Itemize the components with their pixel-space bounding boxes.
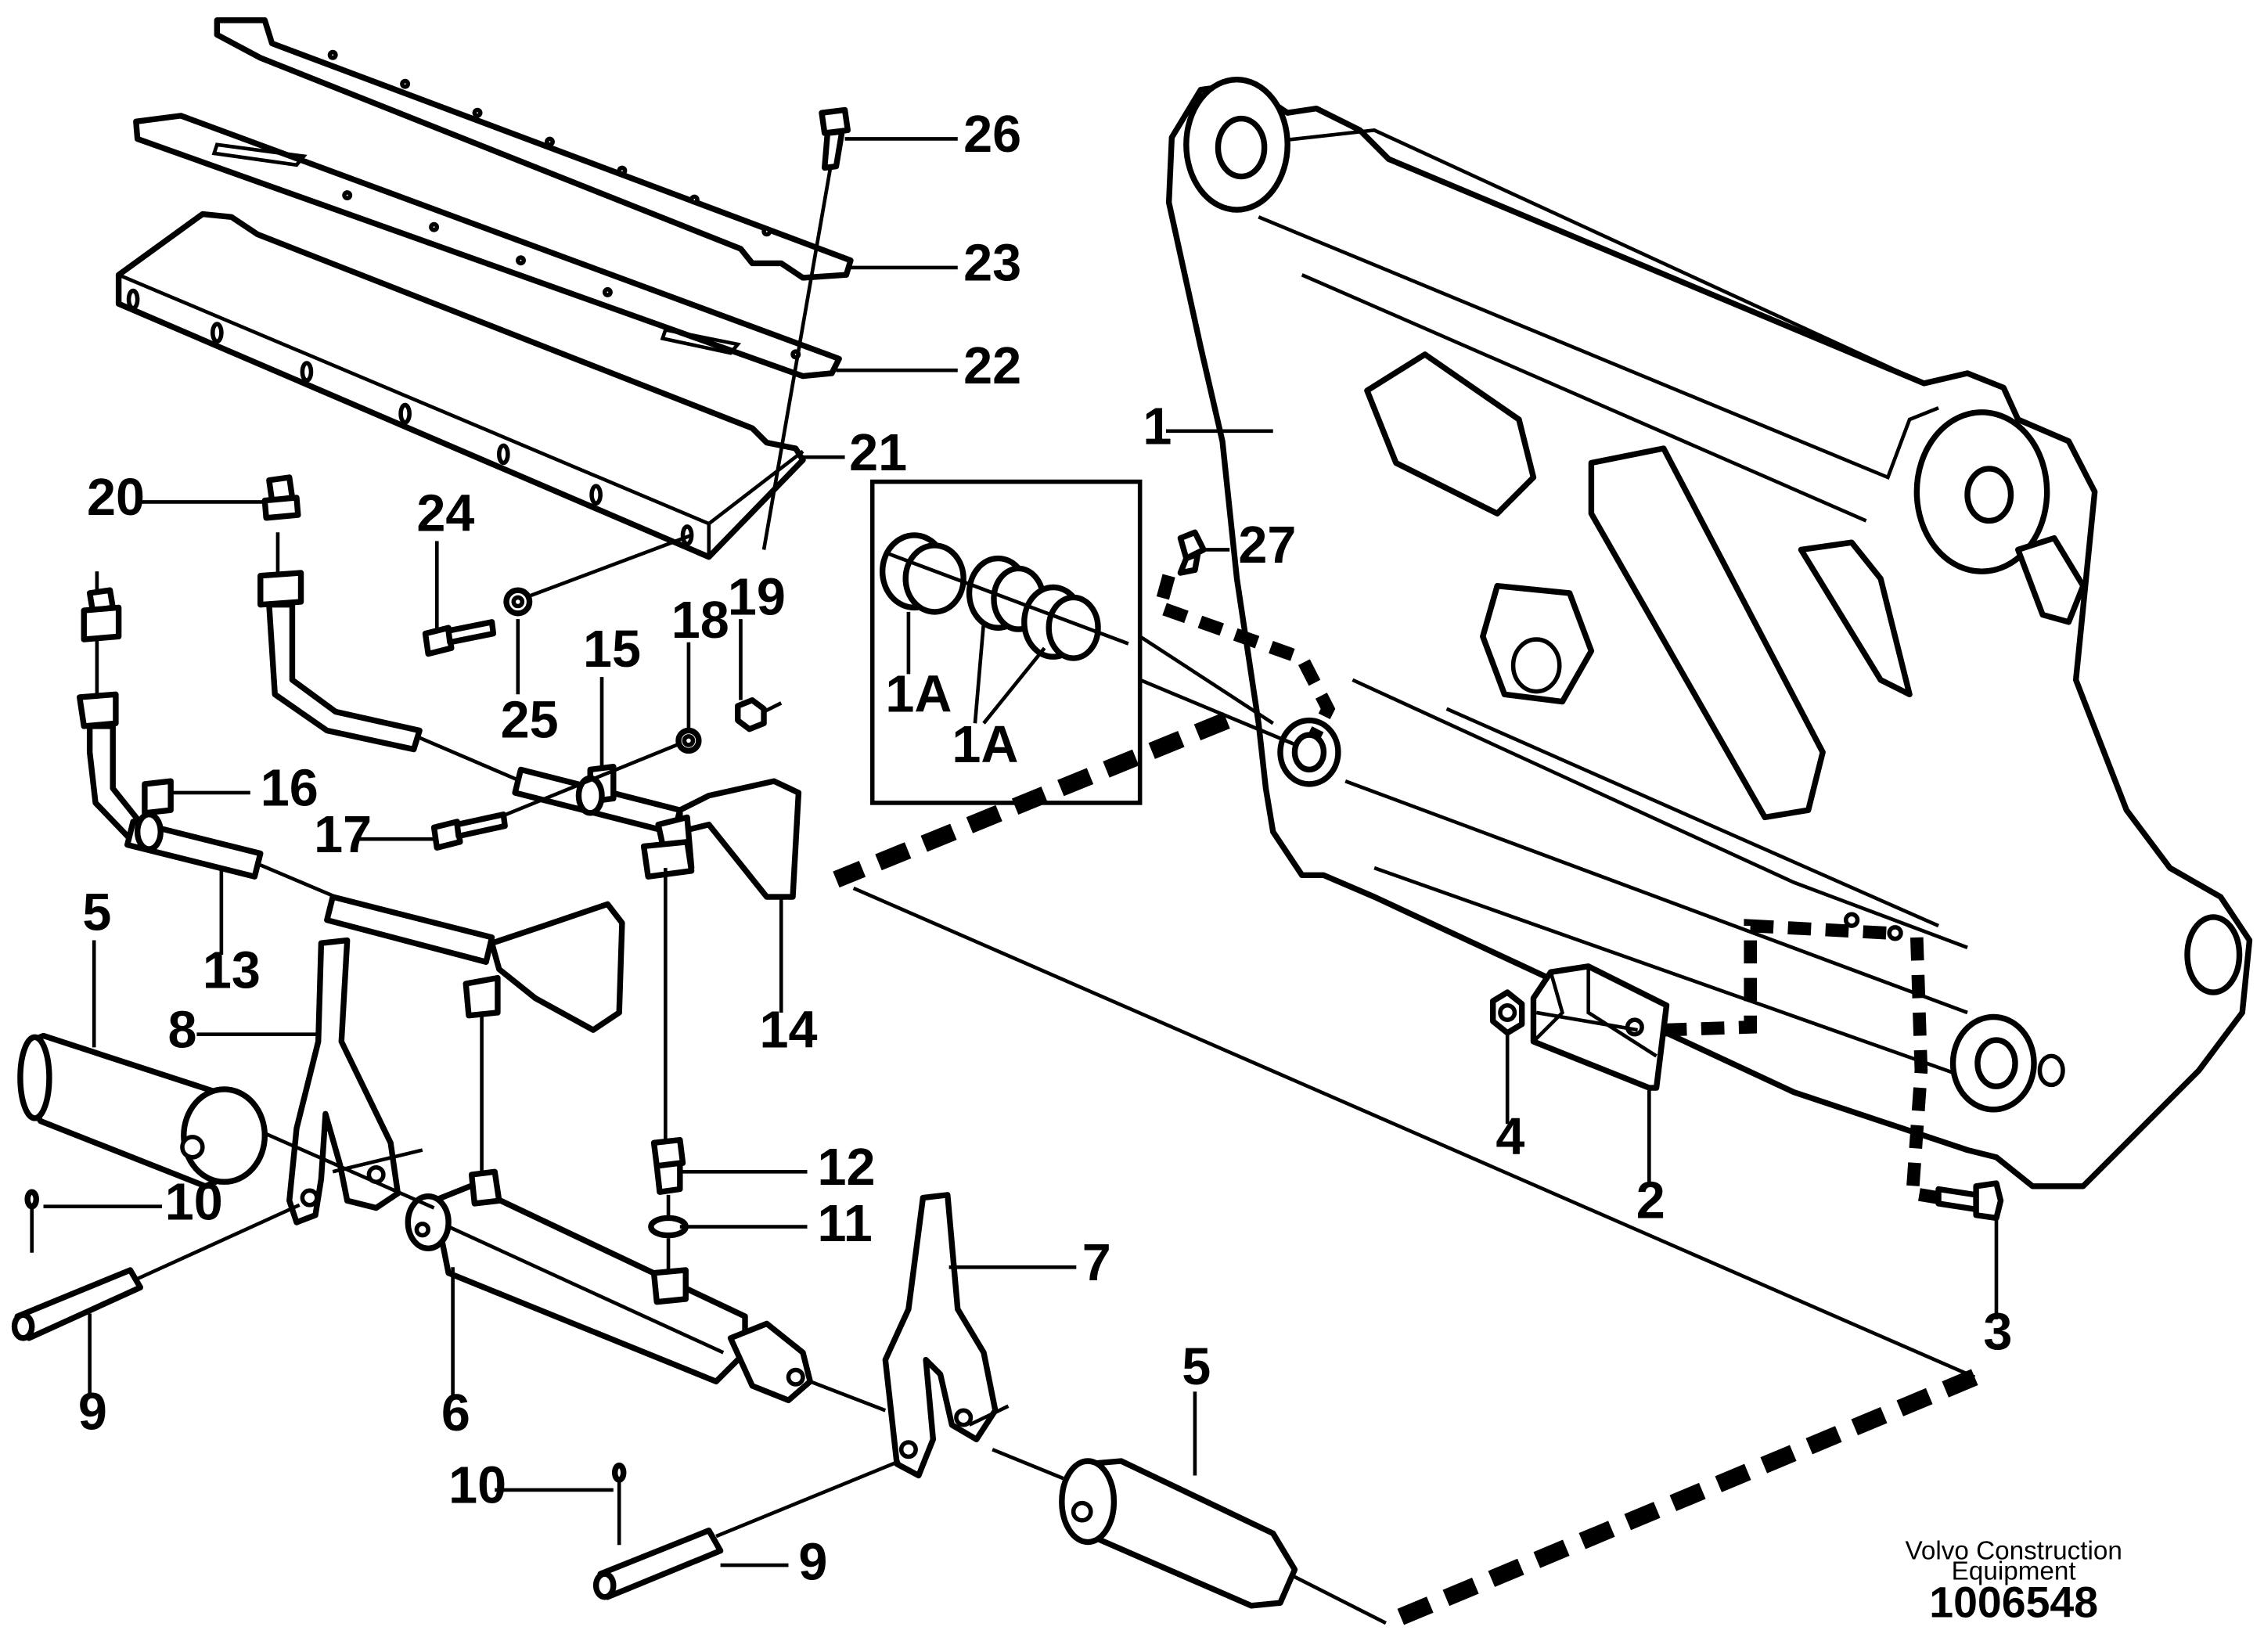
hose-13	[77, 691, 495, 965]
pin-9-right	[592, 1528, 724, 1600]
brand-line-2: Equipment	[1952, 1557, 2076, 1586]
callout-8: 8	[167, 1001, 196, 1059]
cotter-pin-10-left	[24, 1189, 39, 1253]
bolt-3	[1935, 1180, 2004, 1222]
callout-24: 24	[416, 484, 474, 542]
bolt-17	[430, 812, 508, 851]
callout-11: 11	[817, 1195, 872, 1253]
pipe-lower	[463, 901, 625, 1033]
lever-7	[882, 1192, 999, 1479]
callout-22: 22	[963, 337, 1021, 395]
nut-19	[735, 696, 767, 732]
callout-14: 14	[760, 1001, 818, 1059]
fitting-20	[81, 474, 301, 642]
washer-25	[503, 587, 533, 617]
callout-18: 18	[671, 592, 729, 650]
nut-4	[1490, 989, 1525, 1036]
cotter-pin-10-right	[611, 1462, 627, 1546]
callout-3: 3	[1983, 1304, 2012, 1362]
callout-10-left: 10	[165, 1173, 223, 1231]
plate-23	[214, 17, 854, 281]
bolt-26	[761, 106, 851, 550]
callout-26: 26	[963, 106, 1021, 164]
plate-22	[133, 113, 842, 380]
callout-15: 15	[583, 621, 641, 678]
callout-20: 20	[87, 469, 145, 527]
fitting-12	[650, 1136, 686, 1195]
callout-12: 12	[817, 1139, 875, 1197]
callout-5-left: 5	[82, 884, 111, 942]
callout-1A-left: 1A	[885, 665, 952, 723]
quick-coupler-frame-1	[1165, 76, 2253, 1190]
callout-5-right: 5	[1182, 1338, 1211, 1396]
callout-23: 23	[963, 235, 1021, 293]
pin-5-left	[17, 1032, 268, 1190]
callout-4: 4	[1496, 1108, 1524, 1166]
callout-17: 17	[314, 806, 372, 864]
part-2	[1530, 963, 1670, 1091]
callout-leaders	[43, 137, 1999, 1567]
pin-5-right	[1059, 1458, 1298, 1609]
callout-labels: 1 1A 1A 2 3 4 5 5 6 7 8 9 9 10 10 11 12 …	[78, 106, 2013, 1591]
cylinder-6	[405, 1168, 887, 1413]
callout-1A-right: 1A	[952, 716, 1018, 774]
callout-25: 25	[501, 692, 559, 750]
bracket-21	[115, 211, 806, 560]
lever-8	[286, 937, 401, 1226]
callout-9-right: 9	[798, 1534, 827, 1592]
callout-9-left: 9	[78, 1383, 107, 1441]
clamp-15	[575, 764, 617, 816]
callout-16: 16	[261, 760, 319, 818]
diagram-footer: Volvo Construction Equipment 1006548	[1905, 1537, 2122, 1627]
callout-13: 13	[203, 942, 261, 1000]
document-number: 1006548	[1929, 1578, 2098, 1627]
callout-1: 1	[1143, 398, 1172, 455]
callout-6: 6	[441, 1384, 470, 1442]
clamp-16	[142, 778, 174, 816]
callout-2: 2	[1636, 1172, 1665, 1229]
callout-7: 7	[1082, 1234, 1111, 1292]
callout-19: 19	[728, 569, 786, 627]
brand-line-1: Volvo Construction	[1905, 1537, 2122, 1566]
callout-10-right: 10	[448, 1457, 506, 1515]
callout-21: 21	[849, 424, 907, 482]
bolt-24	[422, 619, 497, 657]
washer-18	[675, 727, 702, 754]
inset-bushings-1A	[869, 479, 1298, 805]
callout-27: 27	[1238, 516, 1296, 574]
pin-9-left	[11, 1267, 144, 1341]
grease-nipple-27	[1177, 529, 1207, 576]
